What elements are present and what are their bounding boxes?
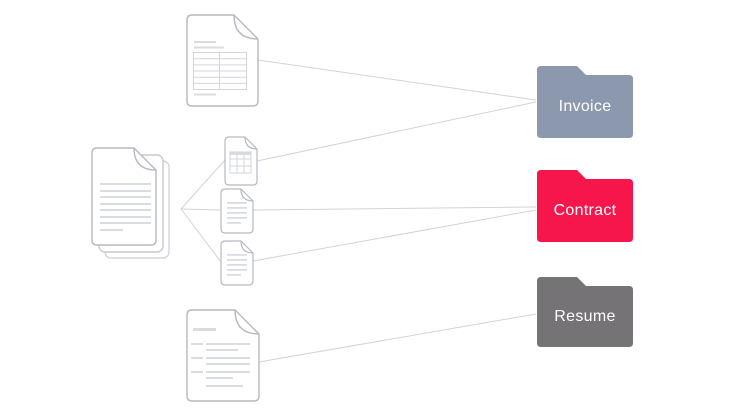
invoice-folder-icon [537, 66, 633, 138]
small-text-document-1-lines [227, 202, 247, 224]
small-text-document-2-outline [220, 240, 254, 286]
stack-text-lines [100, 183, 151, 231]
connector-stack-to-small-text-doc-2 [180, 208, 222, 263]
folder-icons [537, 66, 633, 347]
small-text-document-2-lines [227, 254, 247, 276]
small-text-document-icon-1 [220, 188, 254, 234]
small-text-document-icon-2 [220, 240, 254, 286]
invoice-folder-label: Invoice [558, 97, 612, 115]
contract-folder-icon [537, 170, 633, 242]
small-table-grid [229, 151, 252, 174]
small-text-document-1-outline [220, 188, 254, 234]
resume-document-fold [234, 309, 260, 335]
connector-lines [180, 59, 537, 363]
resume-document-icon [186, 309, 260, 402]
small-text-document-2-fold [240, 240, 254, 254]
connector-small-text-doc-1-to-contract [252, 206, 537, 211]
table-document-fold [233, 14, 259, 40]
small-table-document-icon [224, 136, 258, 186]
resume-folder-icon [537, 277, 633, 347]
stack-front-sheet-fold [133, 147, 157, 171]
table-grid [193, 52, 247, 90]
connector-stack-to-small-table-doc [180, 159, 226, 210]
table-document-icon [186, 14, 259, 107]
small-table-document-fold [244, 136, 258, 150]
connector-small-table-doc-to-invoice [256, 101, 537, 162]
connector-resume-doc-to-resume [258, 313, 537, 363]
document-stack-icon [91, 147, 170, 259]
small-text-document-1-fold [240, 188, 254, 202]
table-document-outline [186, 14, 259, 107]
connector-small-text-doc-2-to-contract [252, 209, 537, 262]
connector-stack-to-small-text-doc-1 [180, 208, 222, 211]
resume-document-outline [186, 309, 260, 402]
connector-table-doc-to-invoice [257, 59, 537, 101]
resume-content-lines [191, 328, 250, 387]
resume-folder-label: Resume [554, 307, 616, 325]
contract-folder-label: Contract [553, 201, 617, 219]
